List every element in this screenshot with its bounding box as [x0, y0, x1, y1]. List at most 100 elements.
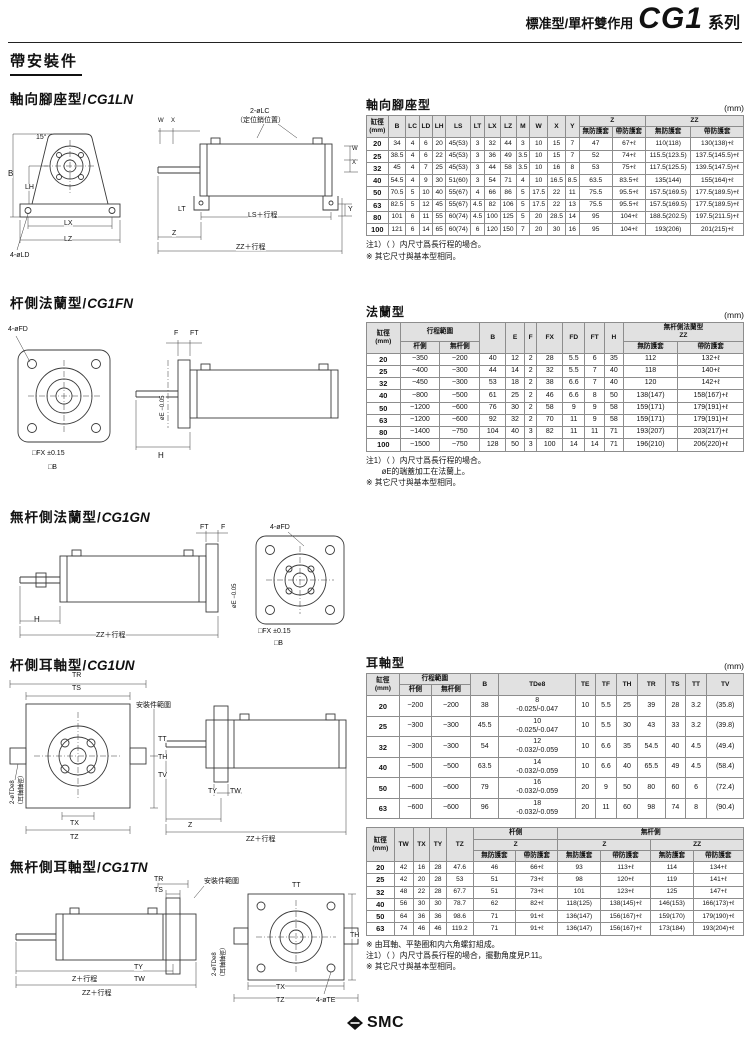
column-header: 無防護套 [578, 126, 613, 139]
dimension-cell: 45(53) [445, 149, 472, 163]
dimension-cell: 3 [470, 137, 485, 151]
foot-table-notes: 注1）（ ）内尺寸爲長行程的場合。※ 其它尺寸與基本型相同。 [366, 239, 744, 262]
dimension-cell: 91+ℓ [515, 910, 559, 924]
dimension-label: TT [158, 736, 167, 743]
dimension-cell: 4.5 [470, 198, 485, 212]
dimension-cell: 10 [574, 736, 596, 758]
dimension-cell: ~600 [439, 413, 481, 428]
bore-size-cell: 20 [366, 861, 395, 875]
cg1fn-technical-drawing [15, 335, 339, 450]
dimension-cell: 188.5(202.5) [644, 210, 692, 225]
dimension-cell: 58 [536, 401, 564, 415]
column-header: Y [564, 114, 580, 139]
dimension-cell: 9 [562, 401, 586, 415]
note-line: 注1）（ ）内尺寸爲長行程的場合，擺動角度見P.11。 [366, 950, 547, 960]
dimension-label: TZ [70, 834, 79, 841]
dimension-cell: 58 [603, 413, 624, 428]
bore-size-cell: 40 [366, 174, 389, 188]
dimension-cell: 5.5 [594, 695, 618, 717]
dimension-label: TX [276, 984, 285, 991]
dimension-cell: 28 [429, 885, 447, 899]
dimension-cell: 4.5 [684, 756, 708, 779]
dimension-cell: 6 [405, 223, 420, 237]
dimension-cell: 9 [584, 401, 605, 415]
smc-logo-text: SMC [366, 1014, 405, 1031]
bore-size-cell: 32 [366, 161, 389, 176]
bore-size-cell: 63 [366, 198, 389, 212]
dimension-cell: 138(147) [622, 389, 679, 403]
dimension-cell: 10 [529, 161, 549, 176]
column-header: TT [684, 672, 708, 697]
dimension-cell: 96 [469, 797, 500, 820]
dimension-cell: 22 [547, 186, 566, 200]
table-unit: (mm) [724, 310, 744, 320]
dimension-cell: 5 [515, 186, 531, 200]
dimension-label: FT [200, 524, 209, 531]
dimension-label: □B [48, 464, 57, 471]
dimension-cell: 46 [536, 389, 564, 403]
dimension-label: W [352, 146, 358, 152]
dimension-cell: 73+ℓ [515, 885, 559, 899]
dimension-label: TH [158, 754, 168, 761]
dimension-cell: 64 [393, 910, 414, 924]
dimension-label: TS [154, 887, 163, 894]
dimension-label: TX [70, 820, 79, 827]
dimension-cell: 14 -0.032/-0.059 [498, 756, 576, 779]
dimension-cell: ~300 [439, 364, 481, 379]
bore-size-cell: 63 [366, 922, 395, 936]
dimension-cell: 125 [499, 210, 517, 225]
section-title-cg1gn: 無杆側法蘭型/CG1GN [10, 506, 150, 526]
column-header: 帶防護套 [599, 849, 652, 863]
dimension-cell: 22 [412, 885, 431, 899]
dimension-cell: 11 [562, 426, 586, 440]
dimension-cell: 28 [665, 695, 686, 717]
bore-size-cell: 25 [366, 873, 395, 887]
dimension-cell: 20 [412, 873, 431, 887]
dimension-cell: 14 [505, 364, 526, 379]
column-header: TR [636, 672, 667, 697]
dimension-cell: 2 [524, 401, 538, 415]
dimension-cell: 71 [603, 426, 624, 440]
column-header: 缸徑 (mm) [366, 114, 389, 139]
dimension-cell: 98 [557, 873, 601, 887]
dimension-cell: 179(191)+ℓ [677, 413, 744, 428]
bore-size-cell: 63 [366, 413, 401, 428]
dimension-cell: 18 [505, 377, 526, 391]
dimension-cell: 6 [418, 137, 434, 151]
dimension-cell: 50 [505, 438, 526, 452]
column-header: LS [445, 114, 472, 139]
dimension-cell: (49.4) [706, 736, 744, 758]
dimension-label: □FX ±0.15 [258, 628, 291, 635]
column-header: LT [470, 114, 485, 139]
dimension-cell: 91+ℓ [515, 922, 559, 936]
dimension-label: TR [154, 876, 164, 883]
column-header: H [603, 322, 624, 354]
column-header: 缸徑 (mm) [366, 322, 401, 354]
dimension-cell: 20 [432, 137, 447, 151]
dimension-cell: 12 -0.032/-0.059 [498, 736, 576, 758]
table-unit: (mm) [724, 661, 744, 671]
dimension-cell: 104+ℓ [611, 223, 646, 237]
dimension-cell: 49 [665, 756, 686, 779]
dimension-cell: 40 [603, 364, 624, 379]
dimension-cell: 7 [584, 364, 605, 379]
dimension-cell: 10 [529, 149, 549, 163]
dimension-cell: 193(204)+ℓ [692, 922, 745, 936]
column-header: X [547, 114, 566, 139]
dimension-cell: 4.5 [684, 736, 708, 758]
dimension-cell: 10 [574, 715, 596, 738]
dimension-cell: 135(144) [644, 174, 692, 188]
dimension-cell: 28 [429, 873, 447, 887]
dimension-cell: 45.5 [469, 715, 500, 738]
dimension-cell: 67+ℓ [611, 137, 646, 151]
dimension-cell: 3 [515, 137, 531, 151]
dimension-cell: 71 [499, 174, 517, 188]
